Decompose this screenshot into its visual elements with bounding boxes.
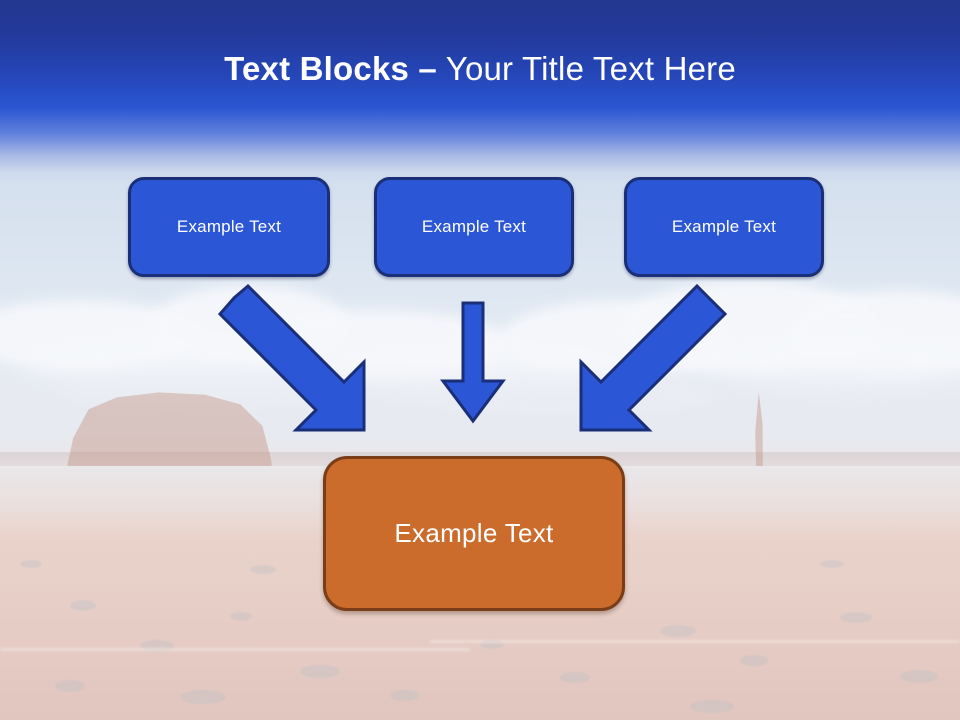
page-title: Text Blocks – Your Title Text Here <box>0 49 960 89</box>
shrub <box>820 560 844 568</box>
butte-spire <box>755 392 764 498</box>
page-title-bold: Text Blocks – <box>224 50 437 87</box>
text-block-2[interactable]: Example Text <box>374 177 574 277</box>
arrow-down-right-icon <box>217 283 366 432</box>
text-block-3[interactable]: Example Text <box>624 177 824 277</box>
shrub <box>900 670 938 683</box>
shrub <box>660 625 696 637</box>
shrub <box>55 680 85 692</box>
shrub <box>70 600 96 611</box>
shrub <box>480 640 504 649</box>
text-block-3-label: Example Text <box>671 217 777 236</box>
text-block-1-label: Example Text <box>176 217 282 236</box>
desert-trail <box>430 640 960 643</box>
page-title-light: Your Title Text Here <box>436 50 736 87</box>
shrub <box>180 690 226 704</box>
text-block-2-label: Example Text <box>421 217 527 236</box>
shrub <box>20 560 42 568</box>
shrub <box>840 612 872 623</box>
shrub <box>740 655 768 666</box>
text-block-result-label: Example Text <box>394 518 554 548</box>
shrub <box>300 665 340 678</box>
desert-trail <box>0 648 470 651</box>
shrub <box>390 690 420 701</box>
shrub <box>690 700 734 713</box>
arrow-down-icon <box>440 301 506 424</box>
text-block-1[interactable]: Example Text <box>128 177 330 277</box>
arrow-down-left-icon <box>579 283 728 432</box>
shrub <box>560 672 590 683</box>
shrub <box>250 565 276 574</box>
shrub <box>230 612 252 621</box>
text-block-result[interactable]: Example Text <box>323 456 625 611</box>
